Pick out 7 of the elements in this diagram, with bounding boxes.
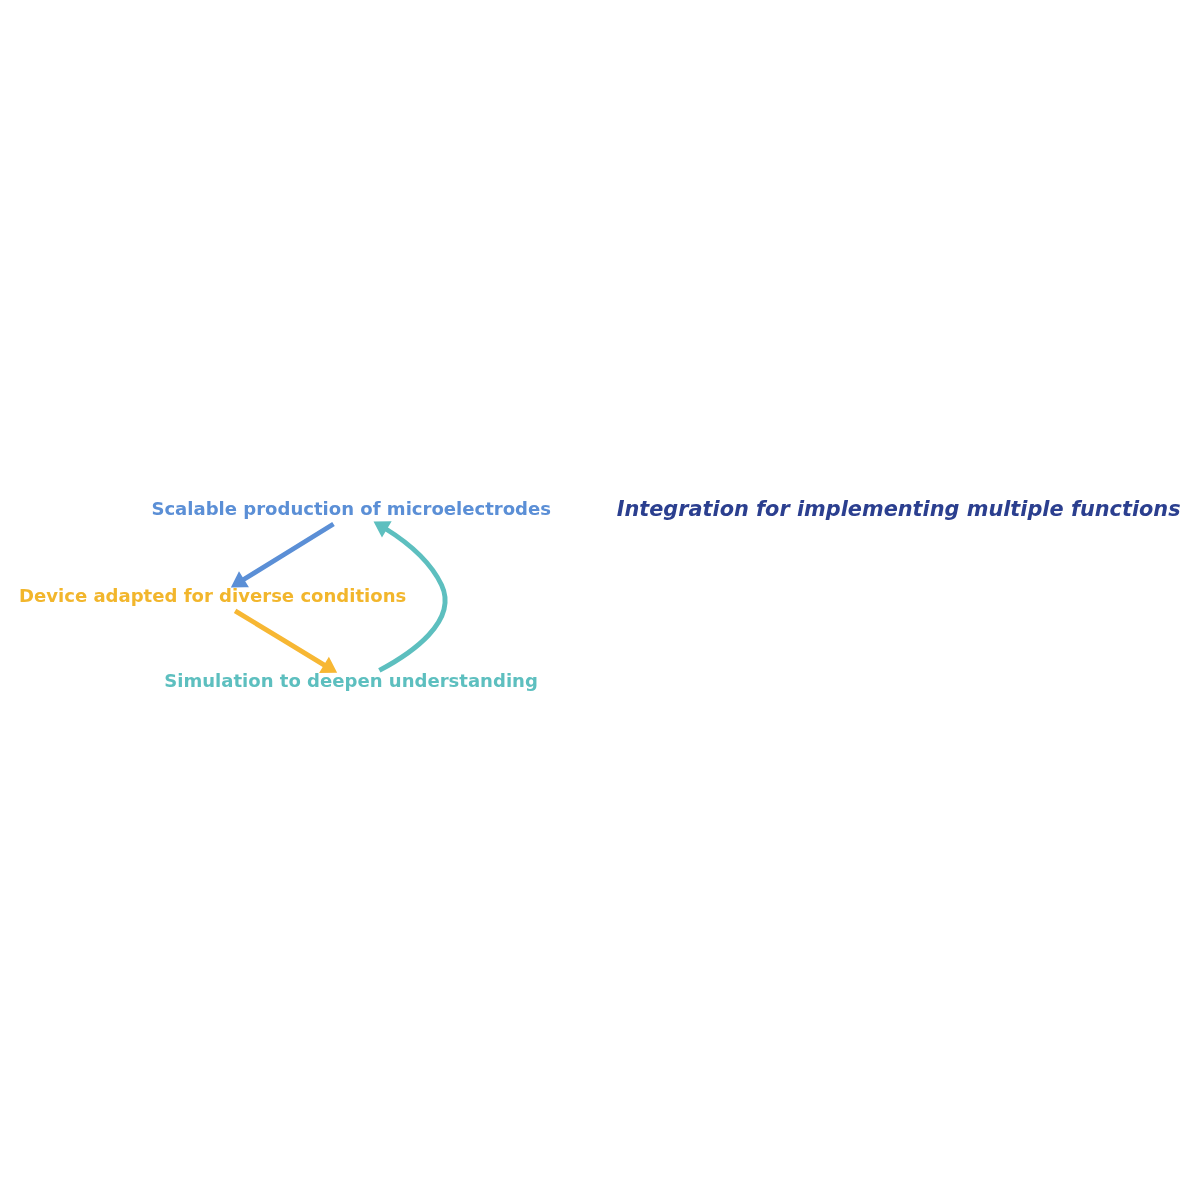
- node-text: Integration for implementing multiple functions: [616, 496, 1181, 521]
- arrow: [230, 521, 335, 587]
- node-text: Device adapted for diverse conditions: [19, 584, 407, 606]
- node-text: Simulation to deepen understanding: [164, 669, 538, 691]
- arrow: [233, 608, 338, 673]
- arrow: [373, 520, 448, 673]
- node-text: Scalable production of microelectrodes: [151, 497, 552, 519]
